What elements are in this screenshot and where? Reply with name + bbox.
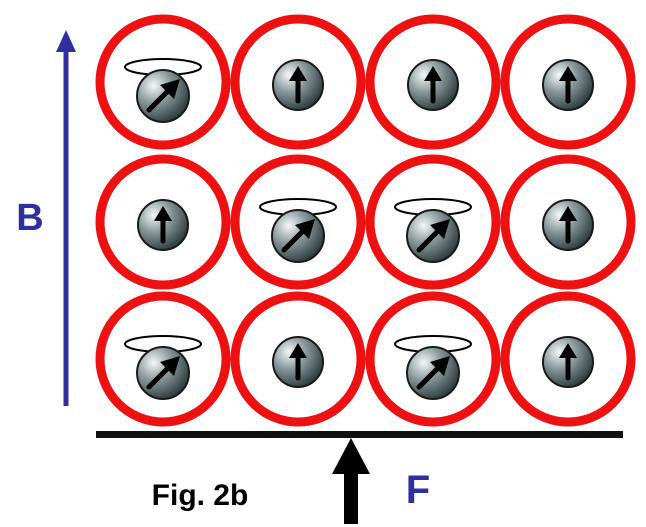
spin-arrow-head xyxy=(559,66,577,81)
spin-arrow-shaft xyxy=(416,227,442,253)
spin-arrow-head xyxy=(559,343,577,358)
spin-arrow-head xyxy=(424,66,442,81)
spin-cell-grid xyxy=(95,14,636,427)
spin-cell xyxy=(500,154,636,290)
field-arrow-head xyxy=(56,30,76,52)
spin-arrow-head xyxy=(160,356,180,376)
force-label: F xyxy=(406,468,430,512)
figure-label: Fig. 2b xyxy=(152,479,249,512)
spin-arrow-head xyxy=(154,206,172,221)
spin-arrow-shaft xyxy=(146,87,172,113)
spin-arrow-head xyxy=(289,343,307,358)
spin-cell xyxy=(365,154,501,290)
spin-arrow-shaft xyxy=(416,364,442,390)
spin-cell xyxy=(230,14,366,150)
field-arrow xyxy=(56,30,76,406)
spin-arrow-shaft xyxy=(281,227,307,253)
spin-arrow-head xyxy=(289,66,307,81)
spin-arrow-head xyxy=(430,356,450,376)
spin-cell xyxy=(500,291,636,427)
spin-cell xyxy=(230,154,366,290)
base-plate xyxy=(96,431,623,438)
spin-arrow-head xyxy=(559,206,577,221)
spin-cell xyxy=(230,291,366,427)
spin-cell xyxy=(95,14,231,150)
spin-arrow-head xyxy=(430,219,450,239)
force-arrow-head xyxy=(332,438,370,474)
spin-cell xyxy=(500,14,636,150)
spin-cell xyxy=(95,154,231,290)
field-label: B xyxy=(16,197,43,239)
force-arrow-shaft xyxy=(344,470,358,524)
spin-cell xyxy=(365,14,501,150)
spin-arrow-shaft xyxy=(146,364,172,390)
spin-arrow-head xyxy=(160,79,180,99)
force-arrow xyxy=(332,438,370,524)
spin-arrow-head xyxy=(295,219,315,239)
spin-cell xyxy=(95,291,231,427)
spin-cell xyxy=(365,291,501,427)
